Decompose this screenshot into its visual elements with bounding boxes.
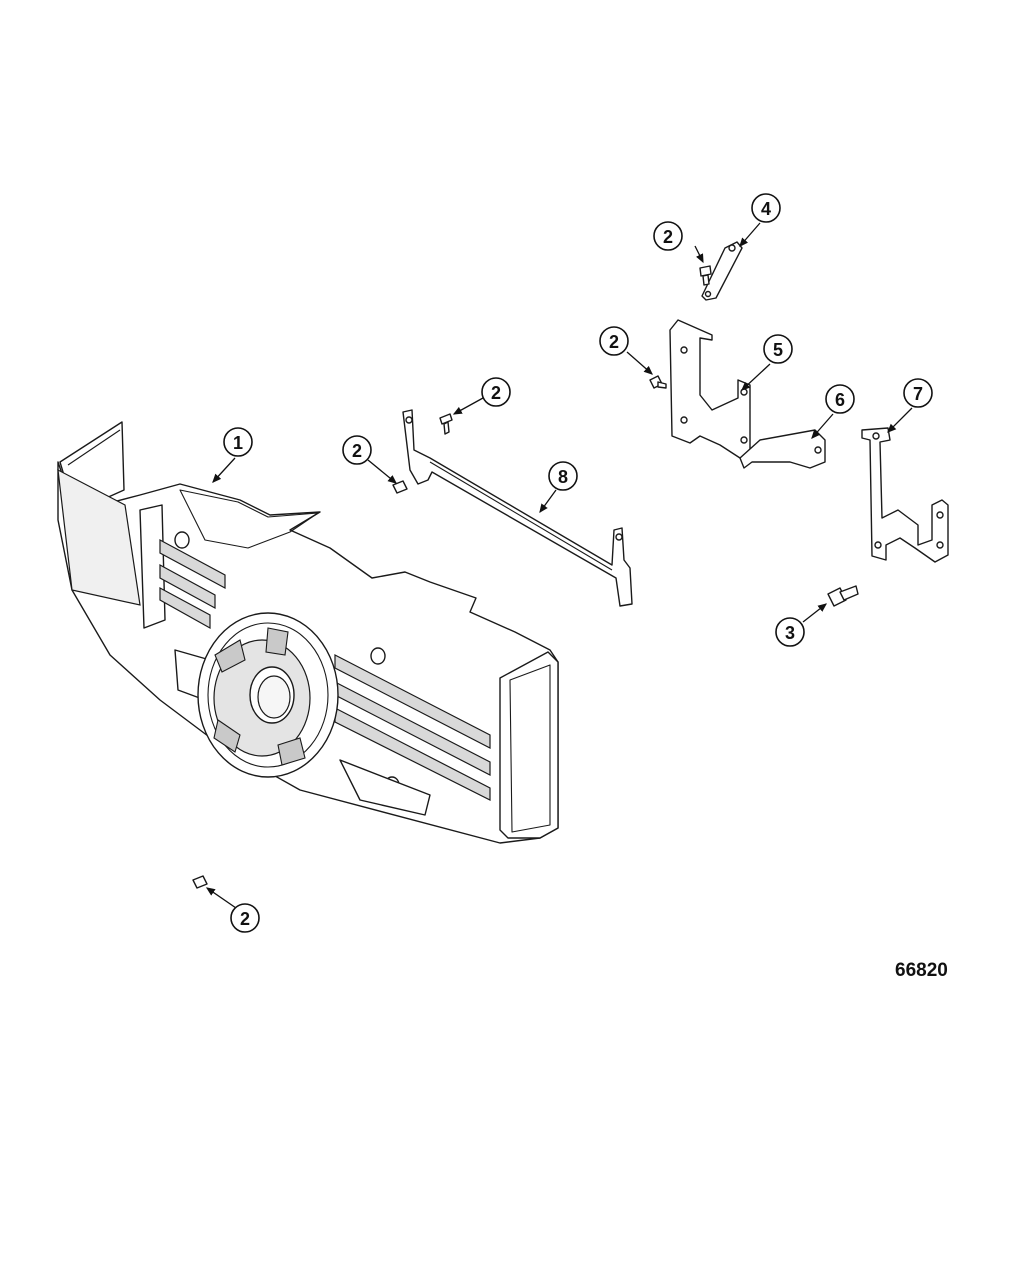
- callout-2-bottom-bolt: 2: [230, 903, 260, 933]
- callout-5: 5: [763, 334, 793, 364]
- callout-8: 8: [548, 461, 578, 491]
- callout-2-link-bolt: 2: [653, 221, 683, 251]
- callout-2-strap-bolt: 2: [481, 377, 511, 407]
- callout-1-label: 1: [233, 433, 243, 453]
- callout-2-label: 2: [240, 909, 250, 929]
- leader-lines: [205, 222, 913, 909]
- callout-2-bracket-bolt: 2: [599, 326, 629, 356]
- callout-4: 4: [751, 193, 781, 223]
- callout-7: 7: [903, 378, 933, 408]
- part-5-bracket: [669, 319, 751, 459]
- callout-2-label: 2: [491, 383, 501, 403]
- part-7-bracket: [861, 427, 949, 563]
- callout-6: 6: [825, 384, 855, 414]
- callout-2-label: 2: [609, 332, 619, 352]
- callout-7-label: 7: [913, 384, 923, 404]
- callout-2-label: 2: [663, 227, 673, 247]
- callout-3: 3: [775, 617, 805, 647]
- bolt-fasteners: [192, 265, 859, 889]
- callout-2-label: 2: [352, 441, 362, 461]
- callout-5-label: 5: [773, 340, 783, 360]
- callout-6-label: 6: [835, 390, 845, 410]
- part-1-cover: [57, 421, 559, 844]
- part-6-plate: [739, 429, 826, 469]
- callout-3-label: 3: [785, 623, 795, 643]
- part-4-link-bracket: [701, 241, 743, 301]
- callout-1: 1: [223, 427, 253, 457]
- callout-2-cover-bolt: 2: [342, 435, 372, 465]
- callout-4-label: 4: [761, 199, 771, 219]
- part-8-strap-bracket: [402, 409, 633, 607]
- callout-8-label: 8: [558, 467, 568, 487]
- figure-number: 66820: [895, 960, 948, 981]
